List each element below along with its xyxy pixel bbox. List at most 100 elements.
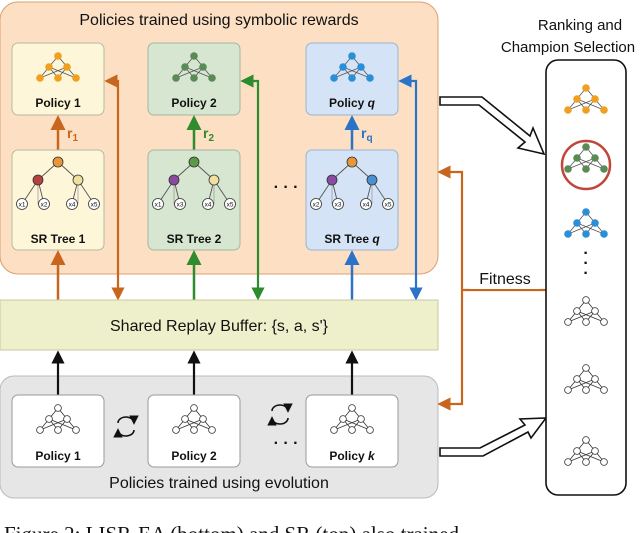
- network-node: [564, 106, 572, 114]
- fitness-label-bg: [470, 267, 540, 289]
- policy-2-network-icon: [172, 52, 216, 82]
- network-node: [181, 415, 189, 423]
- network-node: [582, 318, 590, 326]
- network-node: [600, 458, 608, 466]
- network-node: [348, 52, 356, 60]
- policy1-buffer-link: [104, 74, 125, 301]
- network-node: [600, 230, 608, 238]
- tree-leaf: [310, 198, 322, 210]
- network-node: [582, 230, 590, 238]
- network-node: [573, 375, 581, 383]
- evo-policy-1-network-icon: [36, 404, 80, 434]
- fitness-label: Fitness: [479, 271, 531, 288]
- network-node: [573, 95, 581, 103]
- network-node: [348, 426, 356, 434]
- network-node: [208, 74, 216, 82]
- tree-leaf: [360, 198, 372, 210]
- network-node: [582, 208, 590, 216]
- network-node: [45, 415, 53, 423]
- network-edge: [567, 98, 596, 111]
- network-node: [600, 165, 608, 173]
- network-node: [582, 436, 590, 444]
- network-node: [339, 415, 347, 423]
- network-node: [45, 63, 53, 71]
- tree-leaf-label: x4: [69, 202, 76, 209]
- top-policy-1-label: Policy 1: [35, 96, 81, 110]
- evo-policy-k: Policy k: [305, 394, 399, 468]
- network-node: [54, 404, 62, 412]
- network-node: [573, 307, 581, 315]
- tree-node: [366, 174, 378, 186]
- ranking-ellipsis: ·: [583, 265, 588, 282]
- network-node: [63, 63, 71, 71]
- network-node: [582, 143, 590, 151]
- network-node: [582, 165, 590, 173]
- network-node: [72, 74, 80, 82]
- tree-leaf-label: x1: [155, 202, 162, 209]
- symbolic-rewards-panel-title: Policies trained using symbolic rewards: [79, 12, 358, 29]
- top-ellipsis: · · ·: [274, 179, 299, 196]
- network-node: [190, 426, 198, 434]
- network-node: [564, 386, 572, 394]
- network-node: [36, 74, 44, 82]
- network-node: [564, 458, 572, 466]
- top-policy-2-label: Policy 2: [171, 96, 217, 110]
- tree-leaf: [152, 198, 164, 210]
- tree-node: [326, 174, 338, 186]
- network-node: [190, 404, 198, 412]
- tree-node: [346, 156, 358, 168]
- top-to-ranking-arrow: [439, 96, 546, 156]
- network-node: [54, 426, 62, 434]
- top-policy-q-label: Policy q: [329, 96, 376, 110]
- tree-node: [168, 174, 180, 186]
- evo-policy-2: Policy 2: [147, 394, 241, 468]
- reward-label-q: rq: [361, 125, 373, 144]
- sr-tree-q-label: SR Tree q: [324, 232, 380, 246]
- network-node: [330, 74, 338, 82]
- tree-leaf: [38, 198, 50, 210]
- network-edge: [333, 418, 362, 431]
- evo-policy-k-label: Policy k: [329, 449, 376, 463]
- network-node: [357, 63, 365, 71]
- network-node: [582, 106, 590, 114]
- tree-leaf-label: x3: [335, 202, 342, 209]
- network-edge: [39, 418, 68, 431]
- fitness-bracket: [437, 165, 464, 411]
- network-node: [573, 219, 581, 227]
- network-node: [591, 154, 599, 162]
- network-node: [591, 219, 599, 227]
- tree-leaf-label: x4: [205, 202, 212, 209]
- network-edge: [567, 157, 596, 170]
- network-edge: [39, 66, 68, 79]
- sr-tree-1-label: SR Tree 1: [31, 232, 86, 246]
- tree-node: [188, 156, 200, 168]
- network-node: [600, 106, 608, 114]
- evo-policy-2-network-icon: [172, 404, 216, 434]
- network-node: [564, 230, 572, 238]
- tree-leaf-label: x4: [363, 202, 370, 209]
- network-node: [63, 415, 71, 423]
- network-edge: [567, 378, 596, 391]
- bottom-ellipsis: · · ·: [274, 435, 299, 452]
- network-edge: [567, 450, 596, 463]
- network-node: [199, 415, 207, 423]
- reward-label-2: r2: [203, 125, 214, 144]
- network-node: [582, 386, 590, 394]
- ranking-title-line2: Champion Selection: [501, 39, 635, 56]
- policy2-buffer-link: [240, 74, 265, 301]
- tree-leaf: [88, 198, 100, 210]
- tree-leaf-label: x2: [313, 202, 320, 209]
- top-policy-1: Policy 1: [11, 42, 105, 116]
- network-node: [591, 307, 599, 315]
- reward-label-1: r1: [67, 125, 78, 144]
- network-node: [573, 154, 581, 162]
- network-node: [54, 74, 62, 82]
- evo-policy-1: Policy 1: [11, 394, 105, 468]
- network-node: [600, 386, 608, 394]
- network-edge: [567, 222, 596, 235]
- shared-replay-buffer: [0, 299, 439, 351]
- network-node: [190, 52, 198, 60]
- network-node: [564, 318, 572, 326]
